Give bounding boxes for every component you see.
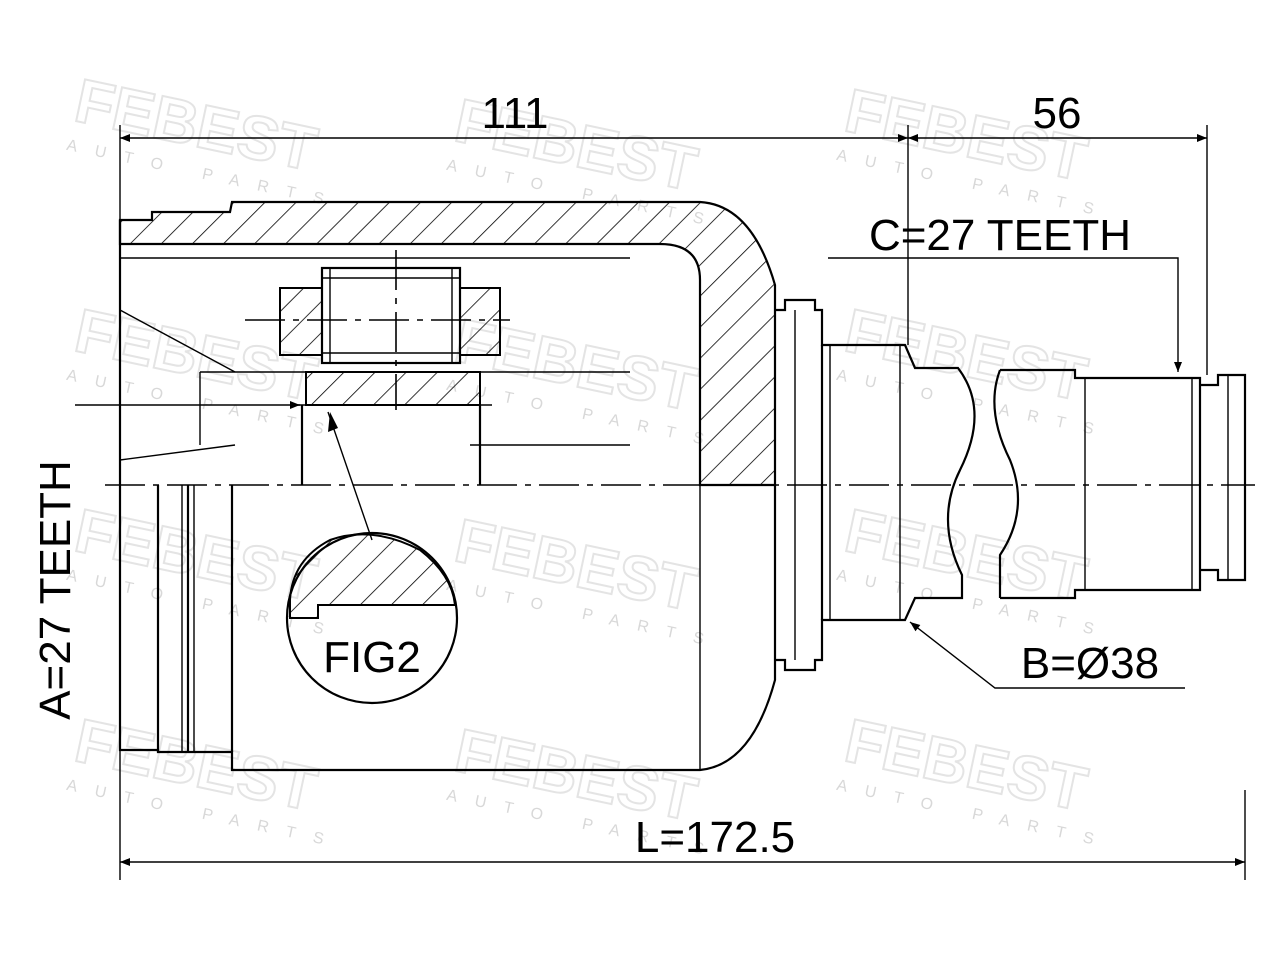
fig2-detail: FIG2 — [285, 411, 459, 705]
dimension-111-label: 111 — [482, 89, 549, 138]
tripod-roller — [245, 250, 510, 485]
callout-b-label: B=Ø38 — [1021, 639, 1159, 688]
dimension-56: 56 — [908, 89, 1207, 142]
dimension-56-label: 56 — [1033, 89, 1082, 138]
fig2-label: FIG2 — [323, 633, 421, 682]
callout-b-diameter: B=Ø38 — [909, 621, 1185, 689]
housing — [118, 200, 777, 772]
dimension-length-label: L=172.5 — [635, 813, 795, 862]
callout-a-teeth: A=27 TEETH — [31, 401, 300, 720]
callout-c-teeth: C=27 TEETH — [828, 211, 1182, 372]
watermark-layer: FEBEST AUTO PARTS FEBEST AUTO PARTS FEBE… — [65, 65, 1113, 861]
callout-c-label: C=27 TEETH — [869, 211, 1131, 260]
callout-a-label: A=27 TEETH — [31, 460, 80, 720]
dimension-111: 111 — [120, 89, 908, 142]
dimension-overall-length: L=172.5 — [120, 813, 1245, 866]
